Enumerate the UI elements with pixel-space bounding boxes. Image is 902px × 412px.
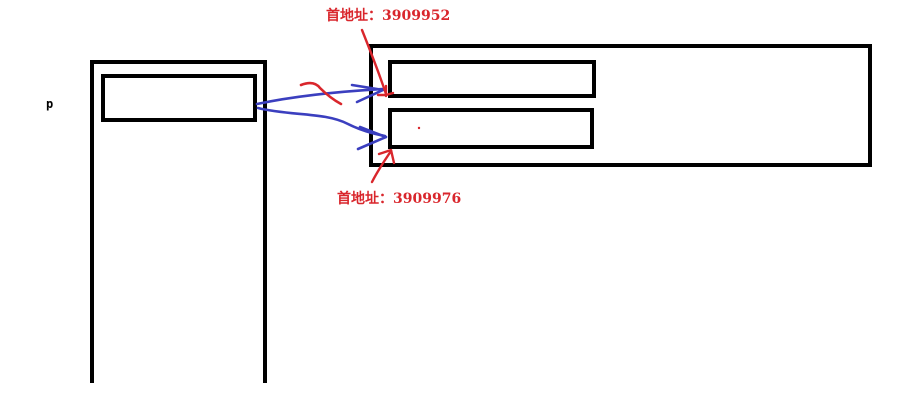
arrowhead-address-2	[377, 148, 396, 165]
heap-block	[369, 44, 872, 167]
marker-dot	[417, 126, 421, 130]
arrow-address-1	[360, 28, 388, 96]
stack-column	[90, 60, 267, 383]
pointer-var-label: p	[46, 97, 53, 111]
pointer-arrows	[255, 83, 388, 151]
arrow-to-cell-1	[255, 87, 385, 106]
red-scribble	[299, 81, 343, 106]
arrowhead-cell-1	[350, 83, 385, 104]
element-cell-2	[388, 108, 594, 149]
arrowhead-cell-2	[356, 125, 388, 151]
element-cell-1	[388, 60, 596, 98]
second-address-label: 首地址：3909976	[337, 190, 461, 207]
first-address-label: 首地址：3909952	[326, 7, 450, 24]
arrow-address-2	[370, 149, 393, 184]
address-arrows	[360, 28, 396, 184]
pointer-cell	[101, 74, 257, 122]
arrow-to-cell-2	[256, 106, 387, 138]
